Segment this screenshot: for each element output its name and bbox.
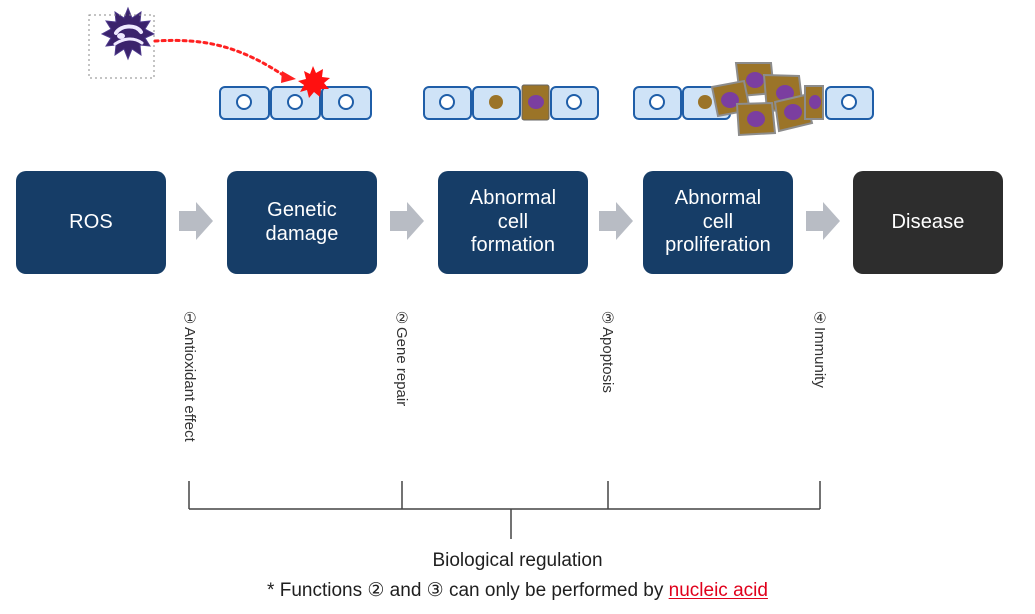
- damage-burst-icon: [298, 66, 330, 98]
- step-label: Abnormal cell formation: [469, 187, 557, 257]
- flow-arrow-icon: [390, 202, 424, 240]
- function-antioxidant-effect: ①Antioxidant effect: [181, 309, 198, 442]
- cell-illustrations: [88, 6, 874, 137]
- nucleic-acid-link[interactable]: nucleic acid: [668, 580, 768, 601]
- proliferation-cluster-icon: [633, 62, 874, 137]
- ros-particle-icon: [88, 6, 156, 79]
- biological-regulation-caption: Biological regulation: [432, 550, 603, 571]
- note-prefix: * Functions ② and ③ can only be performe…: [267, 580, 669, 601]
- function-immunity: ④Immunity: [811, 309, 828, 388]
- step-ros: ROS: [16, 171, 166, 274]
- nucleic-acid-note: * Functions ② and ③ can only be performe…: [0, 579, 1035, 602]
- normal-cell-group-1: [219, 86, 372, 120]
- flow-arrow-icon: [806, 202, 840, 240]
- step-disease: Disease: [853, 171, 1003, 274]
- function-apoptosis: ③Apoptosis: [599, 309, 616, 393]
- flow-arrow-icon: [179, 202, 213, 240]
- flow-arrow-icon: [599, 202, 633, 240]
- dotted-arrow-icon: [153, 38, 296, 83]
- step-label: ROS: [69, 210, 113, 233]
- step-label: Disease: [891, 210, 965, 233]
- abnormal-cell-group: [423, 84, 599, 121]
- step-abnormal-cell-formation: Abnormal cell formation: [438, 171, 588, 274]
- step-label: Abnormal cell proliferation: [665, 187, 771, 257]
- function-gene-repair: ②Gene repair: [393, 309, 410, 407]
- step-genetic-damage: Genetic damage: [227, 171, 377, 274]
- step-abnormal-cell-proliferation: Abnormal cell proliferation: [643, 171, 793, 274]
- step-label: Genetic damage: [265, 198, 339, 245]
